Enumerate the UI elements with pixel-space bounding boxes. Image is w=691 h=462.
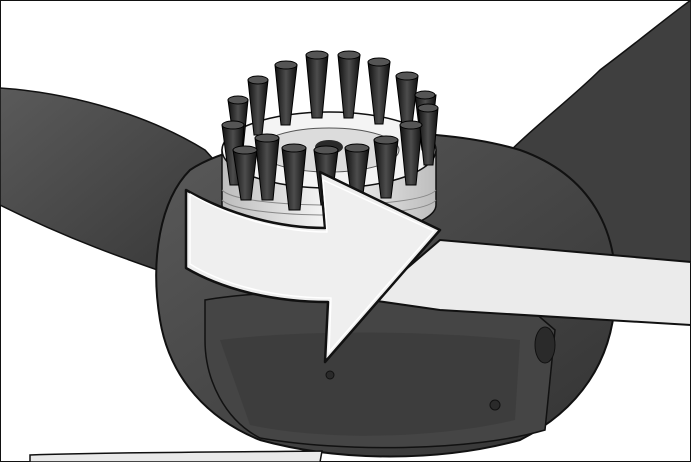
- body-screw-2: [326, 371, 334, 379]
- device-front-shade: [220, 333, 520, 436]
- side-button: [535, 327, 555, 363]
- body-screw: [490, 400, 500, 410]
